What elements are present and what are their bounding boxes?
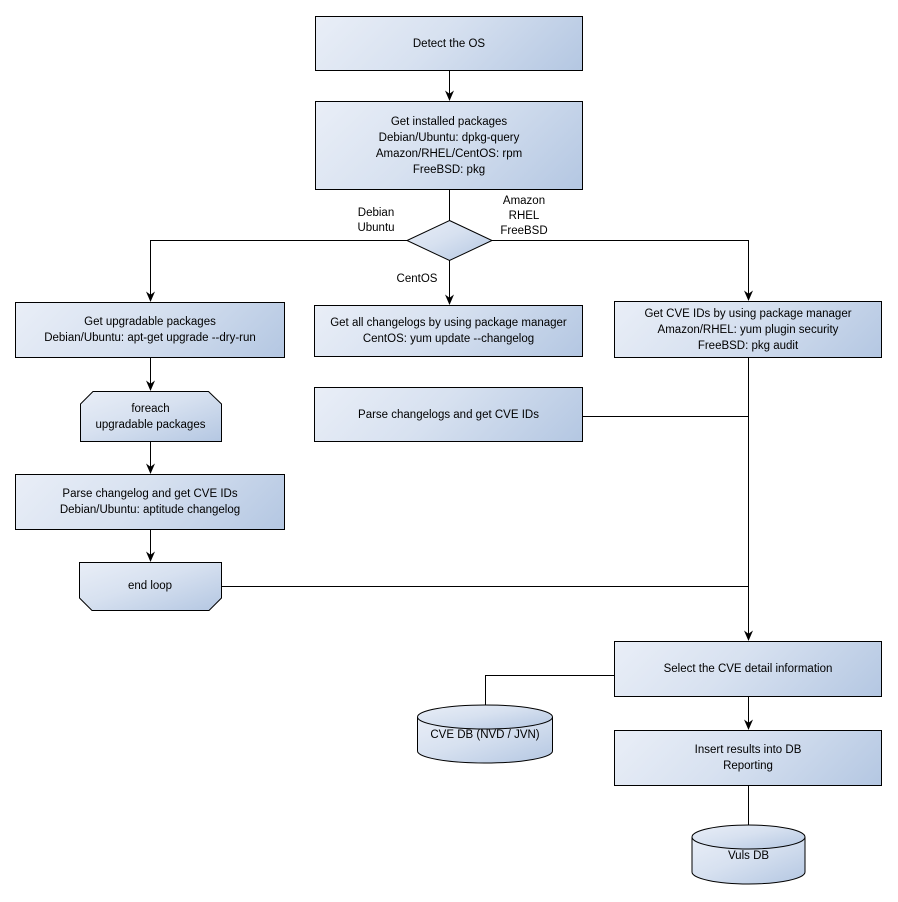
node-line: Debian/Ubuntu: apt-get upgrade --dry-run [44,332,256,344]
node-line: Detect the OS [412,37,486,50]
node-parse-changelog-left: Parse changelog and get CVE IDs Debian/U… [15,474,285,530]
node-select-cve-detail: Select the CVE detail information [614,641,882,697]
cve-db-cylinder [417,704,553,764]
node-line: Get upgradable packages [84,316,216,328]
arrowhead [146,463,155,474]
edge-label-centos: CentOS [396,273,438,285]
node-line: Amazon/RHEL/CentOS: rpm [375,147,523,160]
edge-decision-to-getcve [492,240,749,300]
edge-decision-to-upgradable [150,240,407,301]
node-line: Select the CVE detail information [663,663,833,675]
arrowhead [146,551,155,562]
node-line: Get all changelogs by using package mana… [330,317,567,329]
arrowhead [744,290,753,301]
node-line: Vuls DB [727,850,770,862]
node-parse-changelogs-mid: Parse changelogs and get CVE IDs [314,387,583,442]
node-get-upgradable-packages: Get upgradable packages Debian/Ubuntu: a… [15,302,285,358]
connector-lines [150,71,749,825]
arrowhead [146,291,155,302]
arrowheads [146,90,753,730]
arrowhead [445,294,454,305]
edge-label-debian-ubuntu: Debian Ubuntu [357,207,395,234]
os-decision-diamond [405,219,494,262]
end-loop-label: end loop [79,562,221,610]
end-loop-shape [79,562,222,611]
node-get-installed-packages: Get installed packages Debian/Ubuntu: dp… [315,101,583,190]
arrowhead [744,630,753,641]
node-line: Parse changelog and get CVE IDs [62,488,238,500]
node-line: Debian/Ubuntu: aptitude changelog [59,504,241,516]
node-line: Get installed packages [390,115,508,128]
foreach-loop-label: foreach upgradable packages [80,391,221,442]
node-line: Parse changelogs and get CVE IDs [358,408,539,421]
node-get-all-changelogs: Get all changelogs by using package mana… [314,305,583,357]
node-line: Get CVE IDs by using package manager [644,307,852,320]
node-get-cve-ids: Get CVE IDs by using package manager Ama… [614,301,882,358]
node-line: Debian/Ubuntu: dpkg-query [378,131,520,144]
foreach-loop-shape [80,391,222,442]
node-line: Reporting [723,760,773,772]
vuls-db-cylinder [691,824,806,885]
arrowhead [445,90,454,101]
node-line: CVE DB (NVD / JVN) [430,729,540,741]
cve-db-label: CVE DB (NVD / JVN) [417,713,553,757]
node-line: FreeBSD: pkg [412,163,486,176]
node-insert-results: Insert results into DB Reporting [614,730,882,786]
node-detect-os: Detect the OS [315,16,583,71]
node-line: CentOS: yum update --changelog [362,333,535,345]
node-line: FreeBSD: pkg audit [697,339,799,352]
vuls-db-label: Vuls DB [692,834,805,878]
edge-label-amazon-rhel-freebsd: Amazon RHEL FreeBSD [500,195,548,237]
node-line: upgradable packages [95,418,206,431]
arrowhead [146,380,155,391]
node-line: Amazon/RHEL: yum plugin security [657,323,839,336]
node-line: Insert results into DB [694,744,802,756]
edge-select-to-cvedb [485,675,614,706]
node-line: end loop [127,580,173,592]
node-line: foreach [131,402,170,415]
arrowhead [744,719,753,730]
